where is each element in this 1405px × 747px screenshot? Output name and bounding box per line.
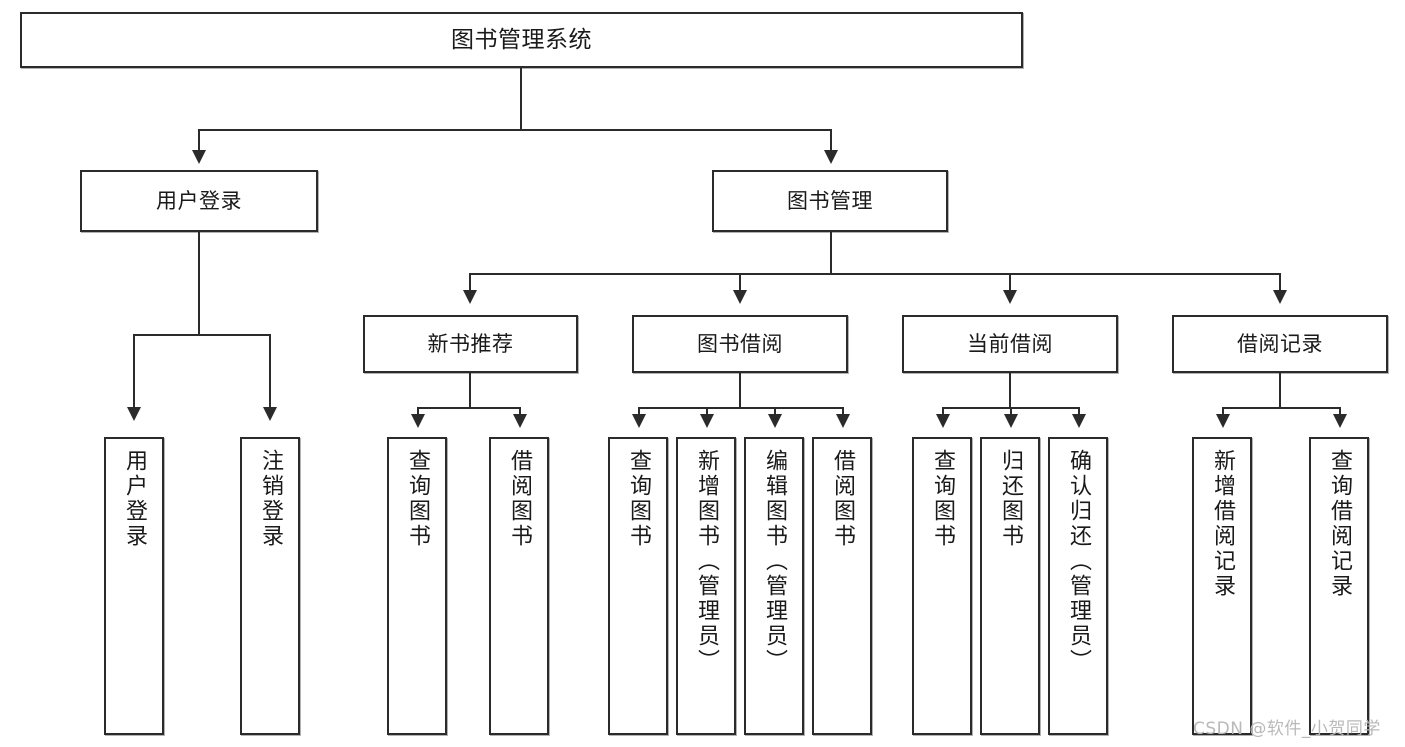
leaf-label: 注销登录 — [257, 449, 283, 549]
arrow-to-leaf-borrow-book-2 — [836, 414, 850, 428]
leaf-label: 查询图书 — [929, 449, 955, 549]
connector-book-mgmt-branch-1 — [469, 273, 471, 291]
node-label: 图书借阅 — [697, 331, 783, 356]
leaf-query-book-current[interactable]: 查询图书 — [912, 437, 972, 735]
connector-borrow-record-bus — [1222, 407, 1341, 409]
connector-borrow-record-branch-1 — [1222, 407, 1224, 415]
arrow-to-borrow-record — [1273, 290, 1287, 304]
connector-user-login-branch-2 — [269, 334, 271, 408]
node-label: 借阅记录 — [1237, 331, 1323, 356]
arrow-to-leaf-user-login — [127, 407, 141, 421]
connector-new-book-bus — [417, 407, 521, 409]
connector-book-mgmt-branch-2 — [739, 273, 741, 291]
arrow-to-leaf-add-record — [1216, 414, 1230, 428]
connector-book-borrow-branch-2 — [706, 407, 708, 415]
connector-new-book-branch-1 — [417, 407, 419, 415]
leaf-label: 新增图书（管理员） — [693, 449, 719, 674]
node-book-management[interactable]: 图书管理 — [712, 170, 948, 232]
arrow-to-leaf-query-book-2 — [632, 414, 646, 428]
arrow-to-leaf-query-book-3 — [936, 414, 950, 428]
connector-book-borrow-bus — [638, 407, 843, 409]
connector-root-stem — [520, 68, 522, 130]
arrow-to-leaf-logout — [263, 407, 277, 421]
leaf-query-borrow-record[interactable]: 查询借阅记录 — [1309, 437, 1369, 735]
leaf-confirm-return[interactable]: 确认归还（管理员） — [1048, 437, 1108, 735]
leaf-borrow-book-recommend[interactable]: 借阅图书 — [489, 437, 549, 735]
arrow-to-new-book-recommend — [463, 290, 477, 304]
node-book-borrow[interactable]: 图书借阅 — [632, 315, 848, 373]
connector-book-borrow-branch-4 — [842, 407, 844, 415]
node-borrow-record[interactable]: 借阅记录 — [1172, 315, 1388, 373]
connector-user-login-bus — [133, 334, 270, 336]
arrow-to-leaf-confirm-return — [1072, 414, 1086, 428]
leaf-label: 新增借阅记录 — [1209, 449, 1235, 599]
connector-root-to-book-mgmt — [830, 129, 832, 151]
connector-current-borrow-branch-1 — [942, 407, 944, 415]
arrow-to-current-borrow — [1003, 290, 1017, 304]
node-label: 用户登录 — [156, 188, 242, 213]
connector-book-mgmt-branch-3 — [1009, 273, 1011, 291]
connector-current-borrow-stem — [1009, 373, 1011, 408]
connector-current-borrow-branch-3 — [1078, 407, 1080, 415]
connector-book-mgmt-stem — [830, 232, 832, 274]
leaf-logout[interactable]: 注销登录 — [240, 437, 300, 735]
connector-root-to-user-login — [198, 129, 200, 151]
leaf-label: 查询图书 — [404, 449, 430, 549]
node-label: 新书推荐 — [427, 331, 514, 356]
leaf-label: 用户登录 — [121, 449, 147, 549]
leaf-query-book-recommend[interactable]: 查询图书 — [387, 437, 447, 735]
arrow-to-leaf-query-record — [1333, 414, 1347, 428]
leaf-label: 借阅图书 — [829, 449, 855, 549]
connector-user-login-branch-1 — [133, 334, 135, 408]
leaf-return-book[interactable]: 归还图书 — [980, 437, 1040, 735]
connector-borrow-record-branch-2 — [1339, 407, 1341, 415]
arrow-to-book-mgmt — [824, 150, 838, 164]
leaf-query-book-borrow[interactable]: 查询图书 — [608, 437, 668, 735]
connector-borrow-record-stem — [1279, 373, 1281, 408]
leaf-borrow-book[interactable]: 借阅图书 — [812, 437, 872, 735]
leaf-label: 归还图书 — [997, 449, 1023, 549]
arrow-to-leaf-edit-book — [768, 414, 782, 428]
connector-book-borrow-branch-1 — [638, 407, 640, 415]
connector-new-book-branch-2 — [519, 407, 521, 415]
leaf-label: 借阅图书 — [506, 449, 532, 549]
arrow-to-leaf-add-book — [700, 414, 714, 428]
connector-new-book-stem — [469, 373, 471, 408]
node-user-login[interactable]: 用户登录 — [80, 170, 318, 232]
node-label: 当前借阅 — [967, 331, 1053, 356]
node-label: 图书管理系统 — [451, 26, 592, 53]
leaf-label: 查询借阅记录 — [1326, 449, 1352, 599]
connector-book-mgmt-bus — [469, 273, 1280, 275]
arrow-to-leaf-return-book — [1004, 414, 1018, 428]
node-root-system[interactable]: 图书管理系统 — [20, 12, 1023, 68]
connector-book-borrow-branch-3 — [774, 407, 776, 415]
arrow-to-book-borrow — [733, 290, 747, 304]
arrow-to-user-login — [192, 150, 206, 164]
leaf-add-borrow-record[interactable]: 新增借阅记录 — [1192, 437, 1252, 735]
connector-book-borrow-stem — [739, 373, 741, 408]
leaf-user-login[interactable]: 用户登录 — [104, 437, 164, 735]
connector-root-bus — [198, 129, 832, 131]
leaf-add-book[interactable]: 新增图书（管理员） — [676, 437, 736, 735]
arrow-to-leaf-query-book-1 — [411, 414, 425, 428]
node-label: 图书管理 — [787, 188, 873, 213]
arrow-to-leaf-borrow-book-1 — [513, 414, 527, 428]
node-current-borrow[interactable]: 当前借阅 — [902, 315, 1118, 373]
connector-user-login-stem — [198, 232, 200, 335]
leaf-edit-book[interactable]: 编辑图书（管理员） — [744, 437, 804, 735]
node-new-book-recommend[interactable]: 新书推荐 — [363, 315, 578, 373]
leaf-label: 确认归还（管理员） — [1065, 449, 1091, 674]
connector-current-borrow-branch-2 — [1010, 407, 1012, 415]
leaf-label: 编辑图书（管理员） — [761, 449, 787, 674]
leaf-label: 查询图书 — [625, 449, 651, 549]
connector-book-mgmt-branch-4 — [1279, 273, 1281, 291]
